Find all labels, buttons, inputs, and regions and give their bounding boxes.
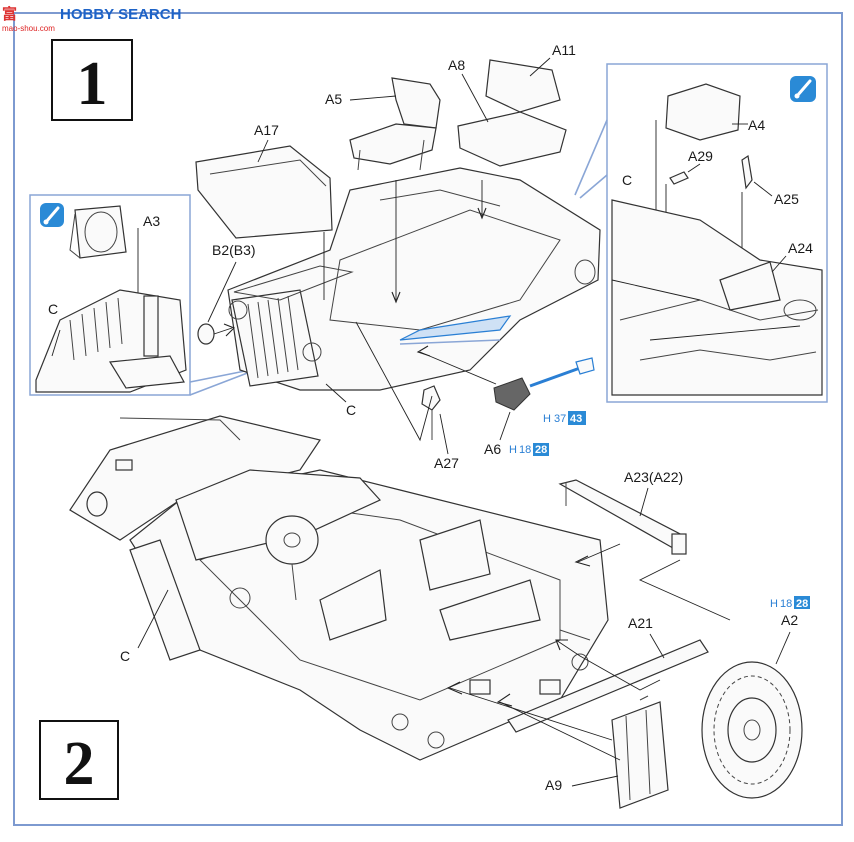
paint-number: 18 [519,444,531,456]
step2-jeep-body [69,415,609,761]
step1-jeep-body [197,167,601,391]
paint-number: 37 [554,413,566,425]
step-2-number: 2 [64,730,95,798]
part-a8-a11-seat [457,59,567,220]
label-a25: A25 [774,191,799,207]
label-c-inset-right: C [622,172,632,188]
paint-number: 18 [780,598,792,610]
step-1-number: 1 [77,50,108,118]
step-1-box: 1 [51,39,133,121]
watermark-brand: HOBBY SEARCH [60,6,181,23]
watermark: 富 HOBBY SEARCH mao-shou.com [2,5,181,33]
part-a17-hood [195,145,333,300]
paint-number: 28 [796,598,808,610]
label-a17: A17 [254,122,279,138]
label-a11: A11 [552,42,576,58]
label-a24: A24 [788,240,813,256]
page-frame [13,12,843,826]
paint-code: H [509,444,517,456]
paint-ref-wheel: H 18 28 [770,596,810,610]
label-a9: A9 [545,777,562,793]
paint-code: H [543,413,551,425]
watermark-sub: mao-shou.com [2,24,55,33]
part-a2-wheel [701,661,803,799]
label-a6: A6 [484,441,501,457]
label-a21: A21 [628,615,653,631]
part-a21-axle [507,639,709,733]
step-2-box: 2 [39,720,119,800]
label-a27: A27 [434,455,459,471]
label-a3: A3 [143,213,160,229]
label-a2: A2 [781,612,798,628]
part-a5-seat [349,77,441,304]
part-a6-shovel [416,345,595,411]
watermark-prefix: 富 [2,5,17,23]
paint-ref-shovel: H 37 43 [543,411,586,425]
paint-number: 43 [570,413,582,425]
label-a29: A29 [688,148,713,164]
part-a23-bumper [558,479,731,621]
label-c-inset-left: C [48,301,58,317]
label-c-step1: C [346,402,356,418]
label-c-step2: C [120,648,130,664]
right-inset [574,63,828,403]
label-b2-b3: B2(B3) [212,242,256,258]
paint-code: H [770,598,778,610]
part-a27 [355,321,441,442]
part-a9-jerry-can [446,679,669,809]
paint-ref-a6: H 18 28 [509,443,549,456]
label-a8: A8 [448,57,465,73]
label-a23-a22: A23(A22) [624,469,683,485]
left-inset [29,194,251,396]
label-a5: A5 [325,91,342,107]
paint-number: 28 [535,444,547,456]
label-a4: A4 [748,117,765,133]
